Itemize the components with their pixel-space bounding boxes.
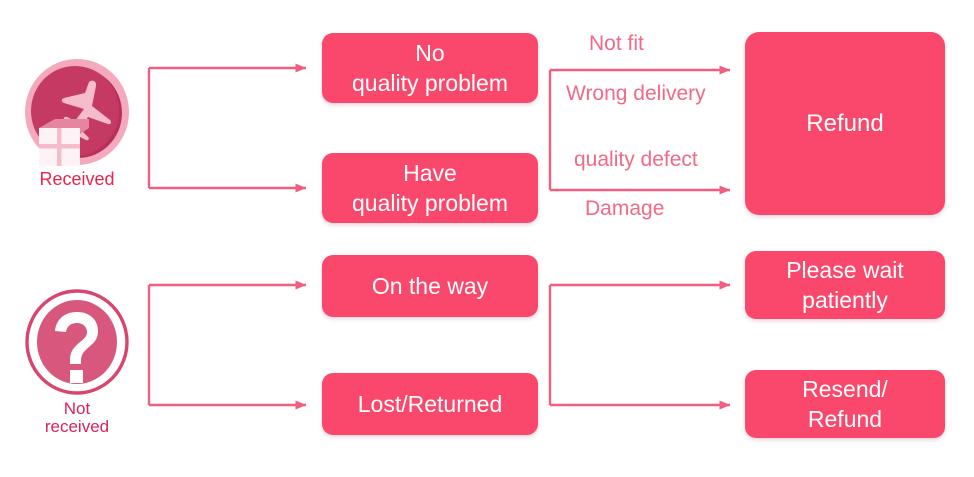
not-received-icon (23, 288, 131, 398)
edge-label-not-fit: Not fit (589, 32, 644, 55)
edge-label-quality-defect: quality defect (574, 148, 698, 171)
node-not-received[interactable]: Not received (2, 288, 152, 436)
package-icon (39, 119, 89, 166)
connector-received-bracket (147, 63, 307, 193)
question-mark-icon (55, 312, 98, 383)
node-received[interactable]: Received (2, 58, 152, 189)
box-please-wait[interactable]: Please wait patiently (745, 251, 945, 319)
box-on-the-way[interactable]: On the way (322, 255, 538, 317)
connector-not-received-bracket (147, 280, 307, 410)
not-received-label: Not received (44, 399, 110, 436)
box-have-quality-problem[interactable]: Have quality problem (322, 153, 538, 223)
edge-label-damage: Damage (585, 197, 665, 220)
box-resolution-options[interactable]: Resend Refund Discount (745, 0, 945, 247)
edge-label-wrong-delivery: Wrong delivery (566, 82, 706, 105)
box-resend-refund[interactable]: Resend/ Refund (745, 370, 945, 438)
box-lost-returned[interactable]: Lost/Returned (322, 373, 538, 435)
connector-delivery-to-result (548, 280, 731, 410)
received-icon (23, 58, 131, 168)
box-no-quality-problem[interactable]: No quality problem (322, 33, 538, 103)
received-label: Received (39, 169, 115, 189)
